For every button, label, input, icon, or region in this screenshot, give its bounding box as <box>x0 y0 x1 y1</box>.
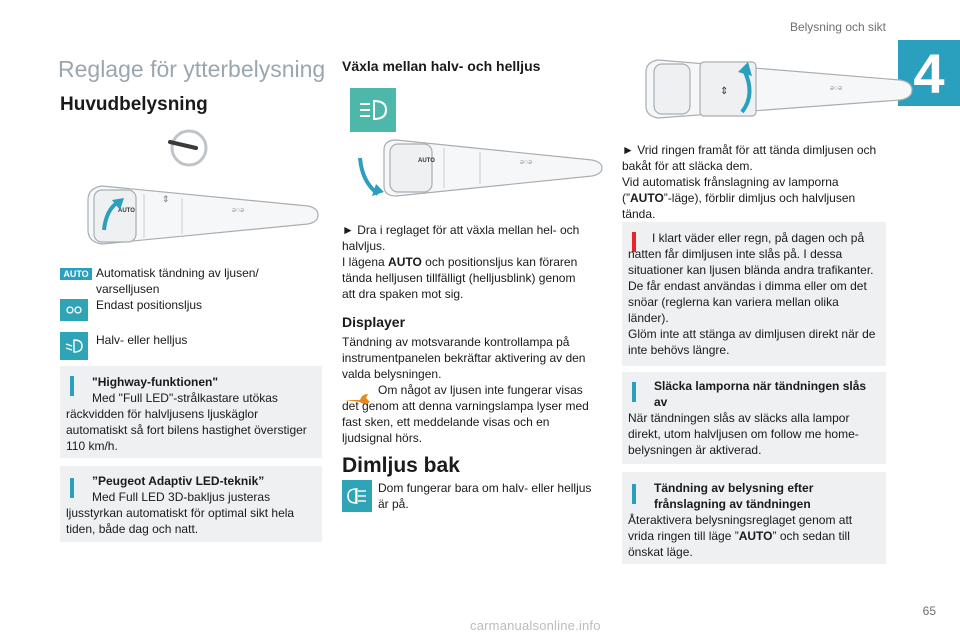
svg-text:ǝ○ǝ: ǝ○ǝ <box>520 159 532 166</box>
warning-lamp-body: Om något av ljusen inte fungerar visas d… <box>342 383 589 445</box>
low-beam-icon <box>60 332 88 360</box>
info-relight-body-a: Återaktivera belysningsreglaget genom at… <box>628 513 853 543</box>
info-icon <box>70 376 74 396</box>
info-relight-body: Återaktivera belysningsreglaget genom at… <box>628 512 880 560</box>
rear-fog-icon <box>342 480 372 512</box>
legend-auto-text: Automatisk tändning av ljusen/ varsellju… <box>96 266 259 296</box>
displayer-body: Tändning av motsvarande kontrollampa på … <box>342 335 586 381</box>
info-relight-body-auto: AUTO <box>738 529 773 543</box>
info-box-relight <box>622 472 886 564</box>
info-adaptive-title: ”Peugeot Adaptiv LED-teknik” <box>92 474 265 488</box>
svg-text:ǝ○ǝ: ǝ○ǝ <box>830 85 842 92</box>
svg-text:⇕: ⇕ <box>162 194 170 204</box>
fog-ring-illustration: ⇕ ǝ○ǝ <box>645 59 913 119</box>
info-relight-body-c: ” och sedan till önskat läge. <box>628 529 850 559</box>
col3-body1: ► Vrid ringen framåt för att tända dimlj… <box>622 143 877 173</box>
warning-text-2: Glöm inte att stänga av dimljusen direkt… <box>628 327 876 357</box>
info-box-ignition-off <box>622 372 886 464</box>
col2-title: Växla mellan halv- och helljus <box>342 58 541 74</box>
header-title: Belysning och sikt <box>789 20 886 34</box>
info-highway-title-row: "Highway-funktionen" <box>92 374 312 390</box>
warning-box <box>622 222 886 366</box>
legend-position-text: Endast positionsljus <box>96 298 203 312</box>
position-lights-icon <box>60 299 88 321</box>
lighting-stalk-illustration: AUTO ⇕ ǝ○ǝ <box>87 185 319 245</box>
col2-body2-auto: AUTO <box>388 255 422 269</box>
col3-body2-auto: AUTO <box>630 191 664 205</box>
info-icon <box>632 484 636 504</box>
wrench-icon <box>344 394 370 404</box>
col3-body2: Vid automatisk frånslagning av lamporna … <box>622 174 872 222</box>
col2-body2-c: och positionsljus kan föraren tända hell… <box>342 255 578 301</box>
svg-text:AUTO: AUTO <box>418 158 435 164</box>
watermark: carmanualsonline.info <box>470 618 601 633</box>
auto-icon: AUTO <box>60 268 92 280</box>
col2-body2-a: I lägena <box>342 255 389 269</box>
subsection-title: Huvudbelysning <box>60 94 208 115</box>
lighting-stalk-pull-illustration: AUTO ǝ○ǝ <box>358 139 603 197</box>
info-highway-body: Med "Full LED"-strålkastare utökas räckv… <box>66 391 307 453</box>
section-title: Reglage för ytterbelysning <box>58 56 326 82</box>
svg-text:AUTO: AUTO <box>118 208 135 214</box>
high-beam-icon <box>350 88 396 132</box>
info-highway-title: "Highway-funktionen" <box>92 375 219 389</box>
page-number: 65 <box>922 604 936 618</box>
svg-text:⇕: ⇕ <box>720 86 728 97</box>
info-ignition-body: När tändningen slås av släcks alla lampo… <box>628 411 859 457</box>
svg-text:ǝ○ǝ: ǝ○ǝ <box>232 207 244 214</box>
col3-body2-a: Vid automatisk frånslagning av lamporna … <box>622 175 839 205</box>
info-box-adaptive-led <box>60 466 322 542</box>
info-box-highway <box>60 366 322 458</box>
steering-wheel-icon <box>168 129 208 167</box>
legend-beam-text: Halv- eller helljus <box>96 333 188 347</box>
displayer-title: Displayer <box>342 314 406 330</box>
col3-body2-c: ”-läge), förblir dimljus och halvljusen … <box>622 191 856 221</box>
rear-fog-body: Dom fungerar bara om halv- eller helljus… <box>378 481 592 511</box>
rear-fog-title: Dimljus bak <box>342 454 460 477</box>
col2-body2: I lägena AUTO och positionsljus kan föra… <box>342 254 592 302</box>
info-ignition-title: Släcka lamporna när tändningen slås av <box>654 379 867 409</box>
info-adaptive-body: Med Full LED 3D-bakljus justeras ljussty… <box>66 490 295 536</box>
warning-text-1: I klart väder eller regn, på dagen och p… <box>628 231 874 325</box>
col2-body1: ► Dra i reglaget för att växla mellan he… <box>342 223 580 253</box>
info-relight-title: Tändning av belysning efter frånslagning… <box>654 481 814 511</box>
info-icon <box>70 478 74 498</box>
info-icon <box>632 382 636 402</box>
warning-icon <box>632 232 636 252</box>
